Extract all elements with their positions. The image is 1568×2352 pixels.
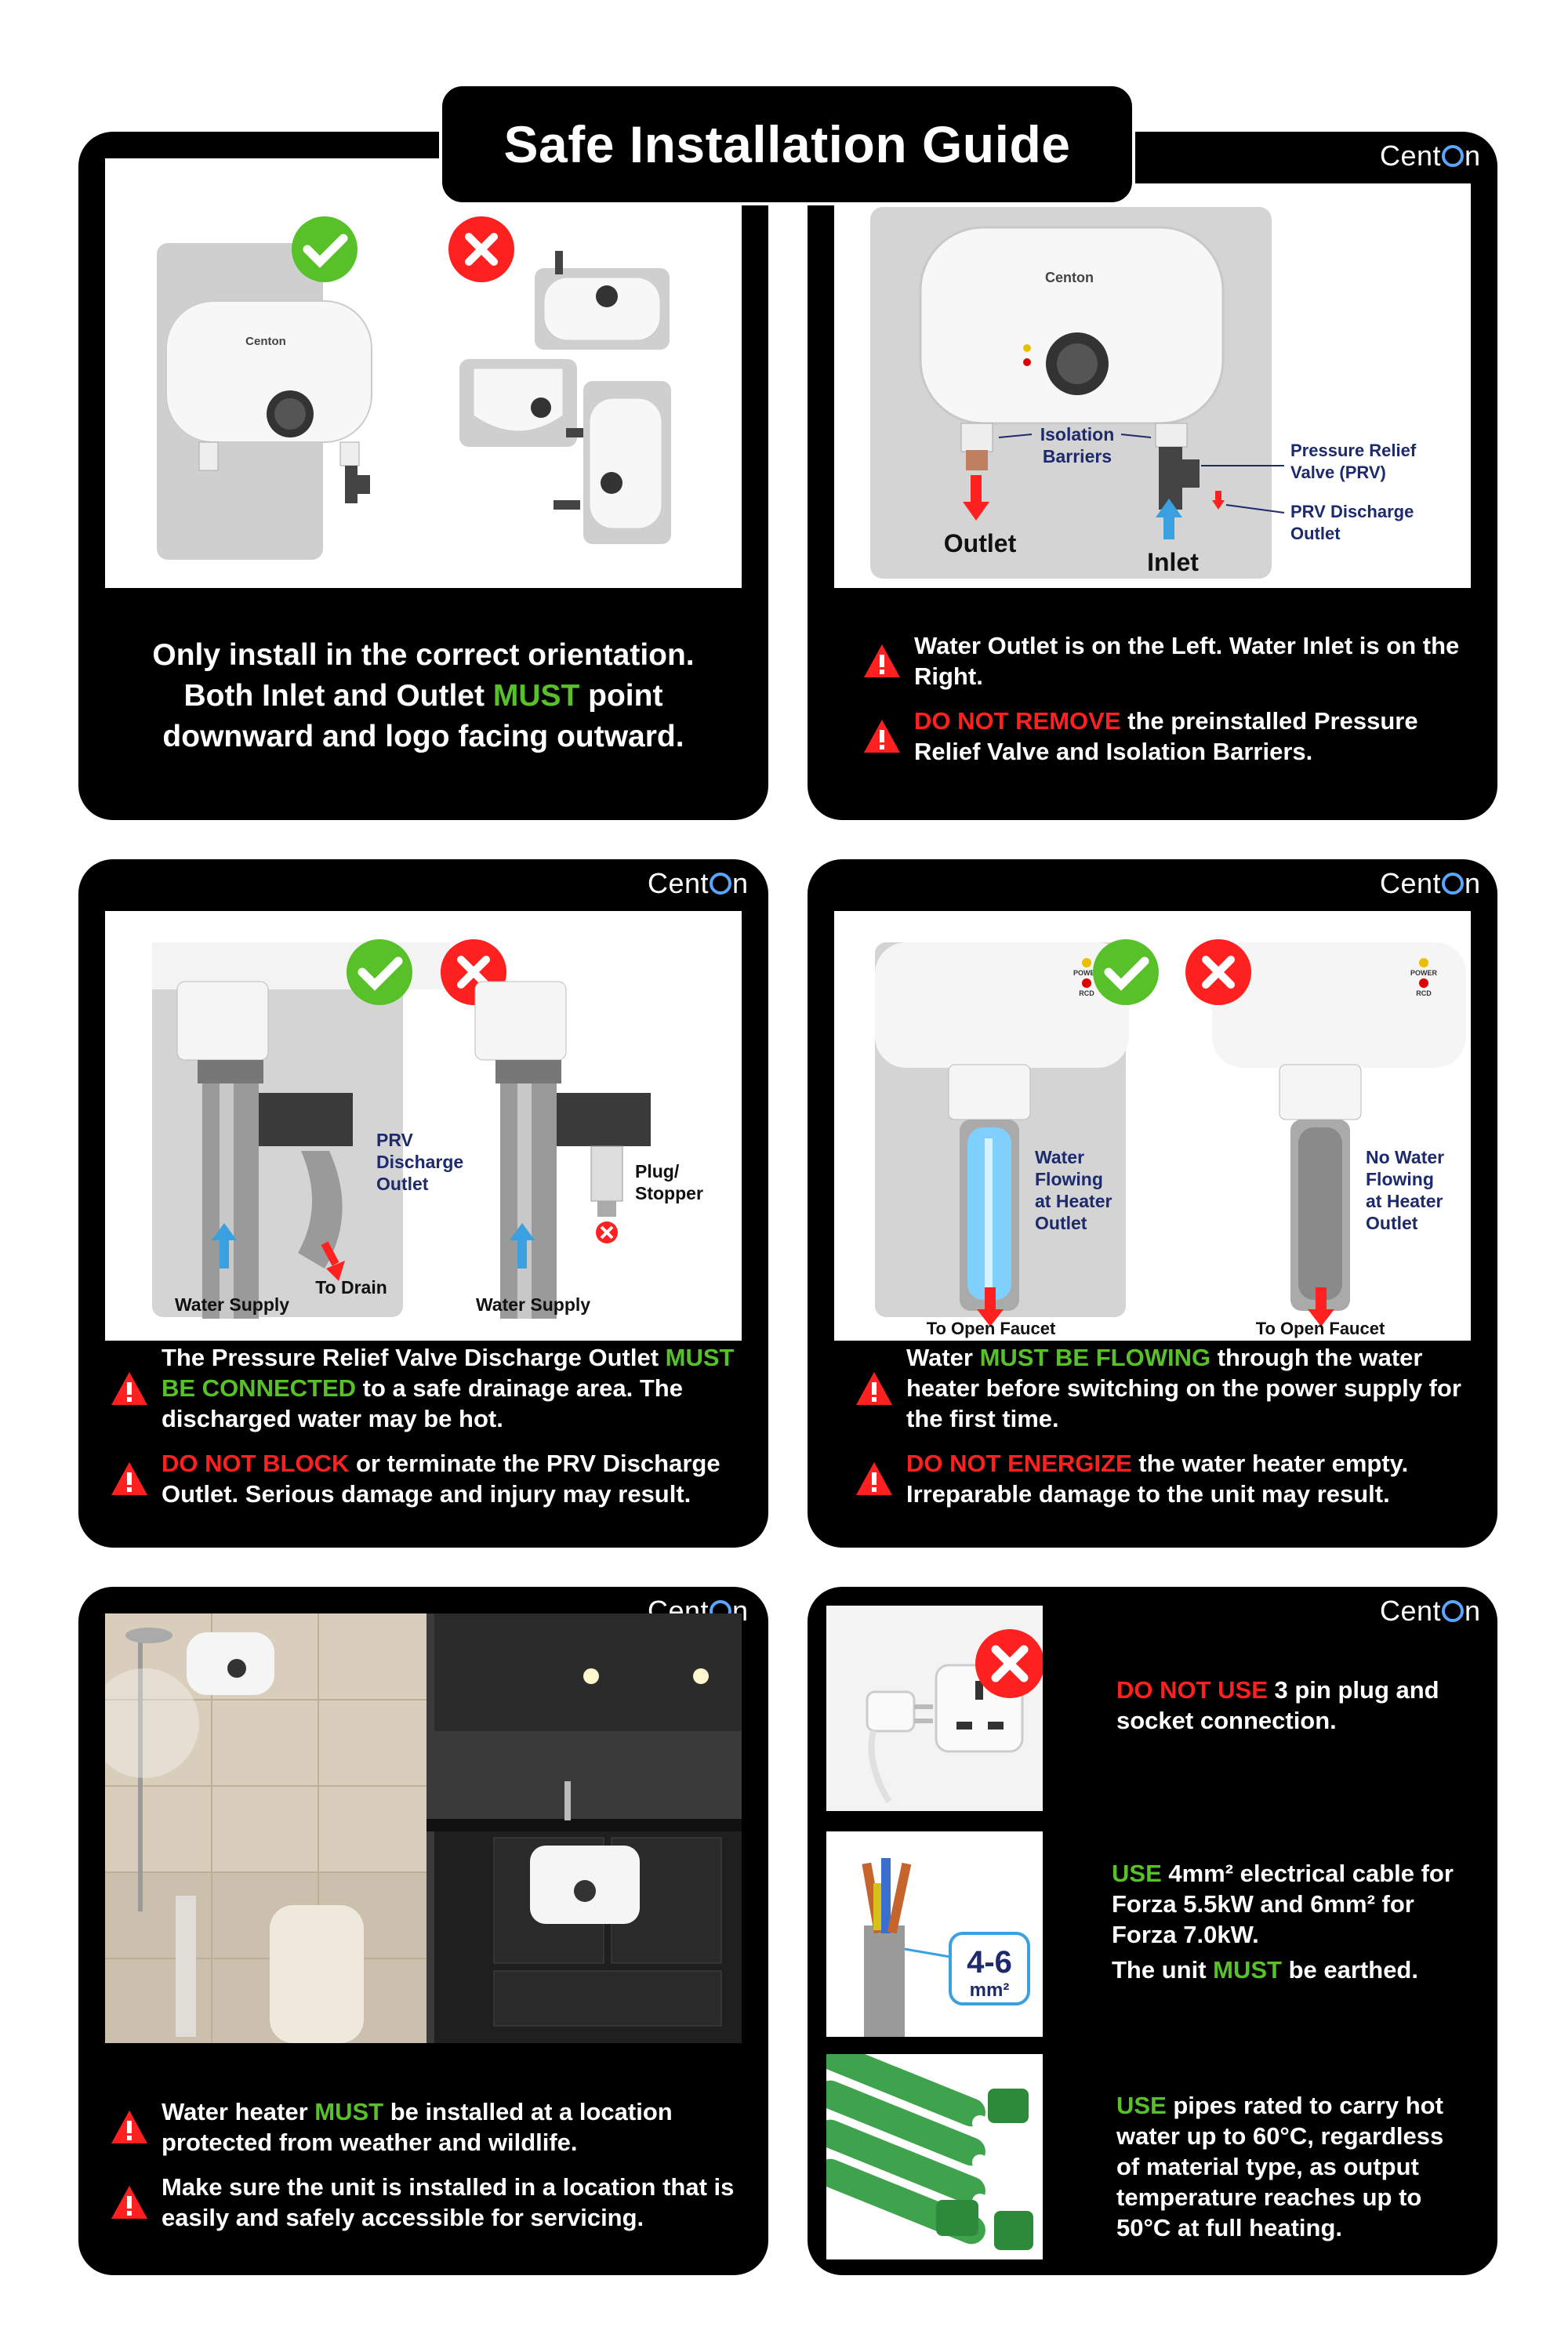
svg-text:Valve (PRV): Valve (PRV) [1290,463,1386,482]
svg-text:To Open Faucet: To Open Faucet [1256,1319,1385,1338]
warning-icon [111,1462,147,1495]
check-icon [347,939,412,1005]
panel2-notes: Water Outlet is on the Left. Water Inlet… [862,630,1466,781]
note-outlet-inlet: Water Outlet is on the Left. Water Inlet… [862,630,1466,691]
warning-icon [864,720,900,753]
svg-text:To Open Faucet: To Open Faucet [927,1319,1056,1338]
inlet-arrow [1156,499,1182,517]
panel4-notes: Water MUST BE FLOWING through the water … [855,1342,1474,1523]
svg-text:Flowing: Flowing [1366,1169,1434,1189]
svg-text:Discharge: Discharge [376,1152,463,1172]
svg-text:Water Supply: Water Supply [476,1294,590,1315]
inlet-label: Inlet [1147,548,1199,576]
plug-warning: DO NOT USE 3 pin plug and socket connect… [1116,1676,1439,1734]
svg-text:RCD: RCD [1079,989,1094,997]
check-icon [1093,939,1159,1005]
check-icon [292,216,358,282]
cable-image: 4-6 mm² [826,1831,1043,2037]
svg-text:RCD: RCD [1416,989,1432,997]
svg-text:Stopper: Stopper [635,1183,703,1203]
svg-text:at Heater: at Heater [1035,1191,1112,1211]
prv-diagram: Water Supply To Drain PRV Discharge Outl… [105,911,742,1341]
instruction-line-1: Only install in the correct orientation. [152,638,695,672]
inlet-outlet-diagram: Centon Outlet Inlet Isolation Barriers [834,183,1471,588]
cable-instructions: USE 4mm² electrical cable for Forza 5.5k… [1112,1858,1465,1985]
svg-text:POWER: POWER [1073,969,1101,977]
pipes-image [826,2054,1043,2259]
svg-text:mm²: mm² [970,1980,1010,2001]
outlet-label: Outlet [944,529,1017,557]
note-must-be-flowing: Water MUST BE FLOWING through the water … [855,1342,1474,1434]
svg-text:To Drain: To Drain [315,1277,387,1298]
note-do-not-block: DO NOT BLOCK or terminate the PRV Discha… [110,1448,745,1509]
svg-text:Pressure Relief: Pressure Relief [1290,441,1417,460]
panel-orientation: Centon Onl [78,132,768,820]
svg-text:at Heater: at Heater [1366,1191,1443,1211]
svg-text:Outlet: Outlet [1035,1213,1087,1233]
svg-text:Centon: Centon [1045,270,1094,285]
instruction-line-3: downward and logo facing outward. [162,720,684,753]
cable-size-badge: 4-6 [967,1945,1012,1980]
installation-location-photo [105,1613,742,2043]
svg-text:PRV: PRV [376,1130,414,1150]
svg-text:Plug/: Plug/ [635,1161,680,1181]
warning-icon [864,644,900,677]
earth-requirement: The unit MUST be earthed. [1112,1956,1418,1984]
page-title: Safe Installation Guide [439,83,1135,205]
note-protected-location: Water heater MUST be installed at a loca… [110,2096,745,2158]
svg-text:Outlet: Outlet [376,1174,429,1194]
svg-text:Outlet: Outlet [1366,1213,1418,1233]
note-accessible-servicing: Make sure the unit is installed in a loc… [110,2172,745,2233]
svg-text:Water Supply: Water Supply [175,1294,289,1315]
orientation-illustration: Centon [105,158,742,588]
plug-socket-image [826,1606,1043,1811]
svg-text:No Water: No Water [1366,1147,1444,1167]
note-do-not-energize: DO NOT ENERGIZE the water heater empty. … [855,1448,1474,1509]
cable-spec: USE 4mm² electrical cable for Forza 5.5k… [1112,1860,1454,1948]
note-do-not-remove: DO NOT REMOVE the preinstalled Pressure … [862,706,1466,767]
water-flow-diagram: POWER RCD POWER RCD Water Flowing at Hea… [834,911,1471,1341]
svg-text:Water: Water [1035,1147,1084,1167]
panel5-notes: Water heater MUST be installed at a loca… [110,2096,745,2247]
warning-icon [856,1371,892,1405]
svg-text:POWER: POWER [1410,969,1438,977]
unit-logo: Centon [245,335,286,348]
instruction-line-2: Both Inlet and Outlet MUST point [183,679,663,713]
outlet-arrow [963,502,989,521]
svg-text:Flowing: Flowing [1035,1169,1103,1189]
panel3-notes: The Pressure Relief Valve Discharge Outl… [110,1342,745,1523]
warning-icon [111,1371,147,1405]
svg-text:Outlet: Outlet [1290,524,1341,543]
note-prv-connected: The Pressure Relief Valve Discharge Outl… [110,1342,745,1434]
svg-text:Barriers: Barriers [1043,446,1112,466]
warning-icon [111,2111,147,2143]
warning-icon [111,2186,147,2219]
warning-icon [856,1462,892,1495]
svg-text:Isolation: Isolation [1040,424,1115,445]
orientation-instruction: Only install in the correct orientation.… [110,635,737,757]
pipe-instructions: USE pipes rated to carry hot water up to… [1116,2092,1444,2241]
svg-text:PRV Discharge: PRV Discharge [1290,502,1414,521]
